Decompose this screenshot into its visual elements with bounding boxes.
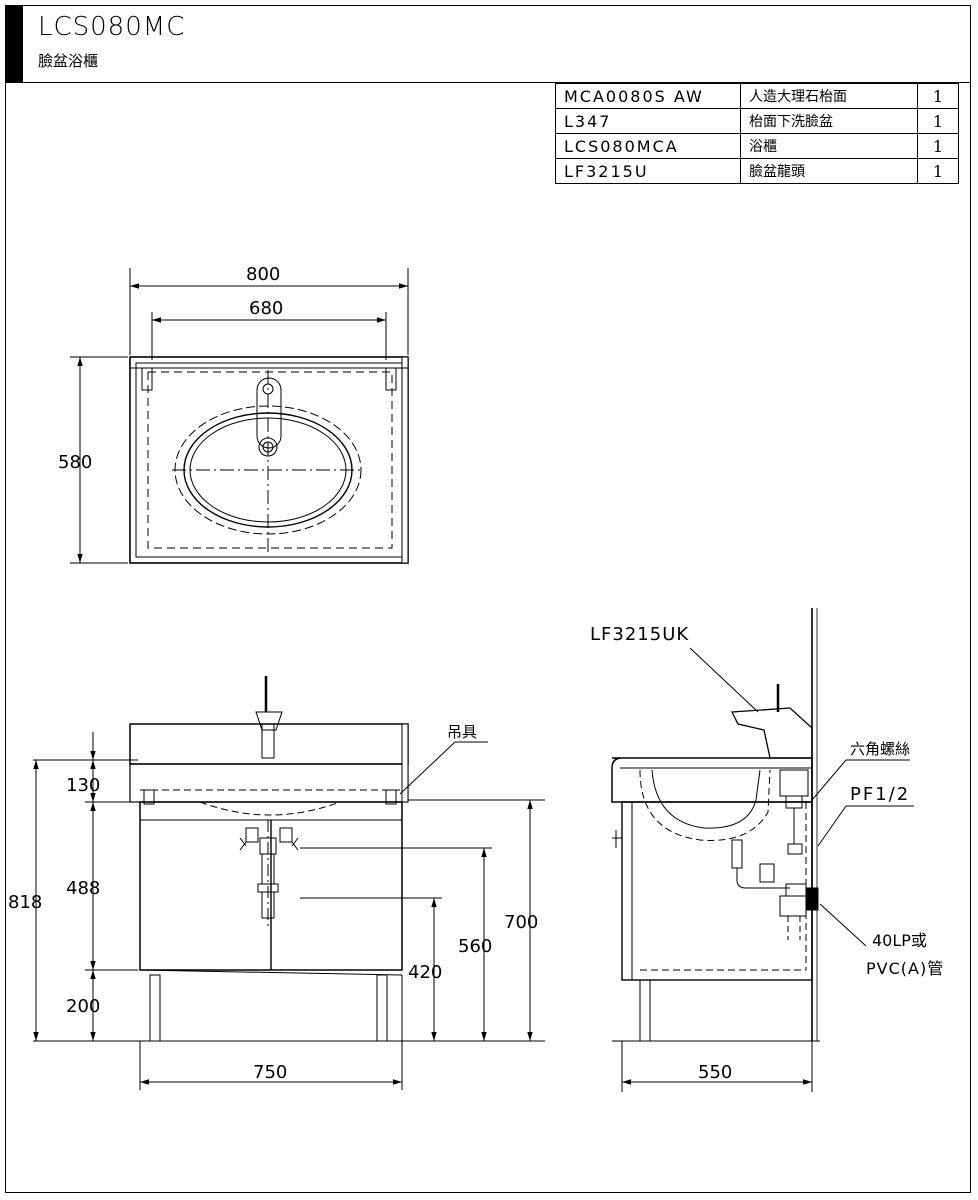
dim-width-front: 750 <box>253 1062 287 1083</box>
dim-width-inner: 680 <box>249 298 283 319</box>
dim-height-legs: 200 <box>66 996 100 1017</box>
part-description: 臉盆龍頭 <box>740 158 918 184</box>
model-code: LCS080MC <box>38 12 186 42</box>
dim-height-top: 130 <box>66 775 100 796</box>
side-view <box>611 608 914 1092</box>
dim-height-420: 420 <box>408 962 442 983</box>
dim-width-total: 800 <box>246 264 280 285</box>
parts-table: MCA0080S AW 人造大理石枱面 1 L347 枱面下洗臉盆 1 LCS0… <box>555 83 959 184</box>
table-row: L347 枱面下洗臉盆 1 <box>555 108 959 134</box>
part-code: LCS080MCA <box>555 133 741 159</box>
product-name: 臉盆浴櫃 <box>38 52 99 70</box>
dim-depth-side: 550 <box>698 1062 732 1083</box>
hex-screw-label: 六角螺絲 <box>850 740 910 758</box>
part-qty: 1 <box>917 158 959 184</box>
dim-depth: 580 <box>58 452 92 473</box>
title-bar <box>5 5 971 83</box>
dim-height-700: 700 <box>504 912 538 933</box>
part-qty: 1 <box>917 133 959 159</box>
part-code: L347 <box>555 108 741 134</box>
title-accent-bar <box>5 5 23 83</box>
drain-label-line2: PVC(A)管 <box>866 959 944 978</box>
dim-height-total: 818 <box>8 892 42 913</box>
dim-height-560: 560 <box>458 936 492 957</box>
hanger-label: 吊具 <box>447 723 477 741</box>
table-row: LF3215U 臉盆龍頭 1 <box>555 158 959 184</box>
pipe-thread-label: PF1/2 <box>850 784 910 805</box>
part-code: MCA0080S AW <box>555 83 741 109</box>
part-description: 枱面下洗臉盆 <box>740 108 918 134</box>
drawing-frame <box>5 5 971 1193</box>
table-row: MCA0080S AW 人造大理石枱面 1 <box>555 83 959 109</box>
front-view <box>33 676 545 1090</box>
part-qty: 1 <box>917 108 959 134</box>
dim-height-cabinet: 488 <box>66 878 100 899</box>
top-view <box>70 268 409 564</box>
faucet-label: LF3215UK <box>590 624 689 645</box>
table-row: LCS080MCA 浴櫃 1 <box>555 133 959 159</box>
drain-label-line1: 40LP或 <box>872 931 927 950</box>
part-qty: 1 <box>917 83 959 109</box>
part-code: LF3215U <box>555 158 741 184</box>
